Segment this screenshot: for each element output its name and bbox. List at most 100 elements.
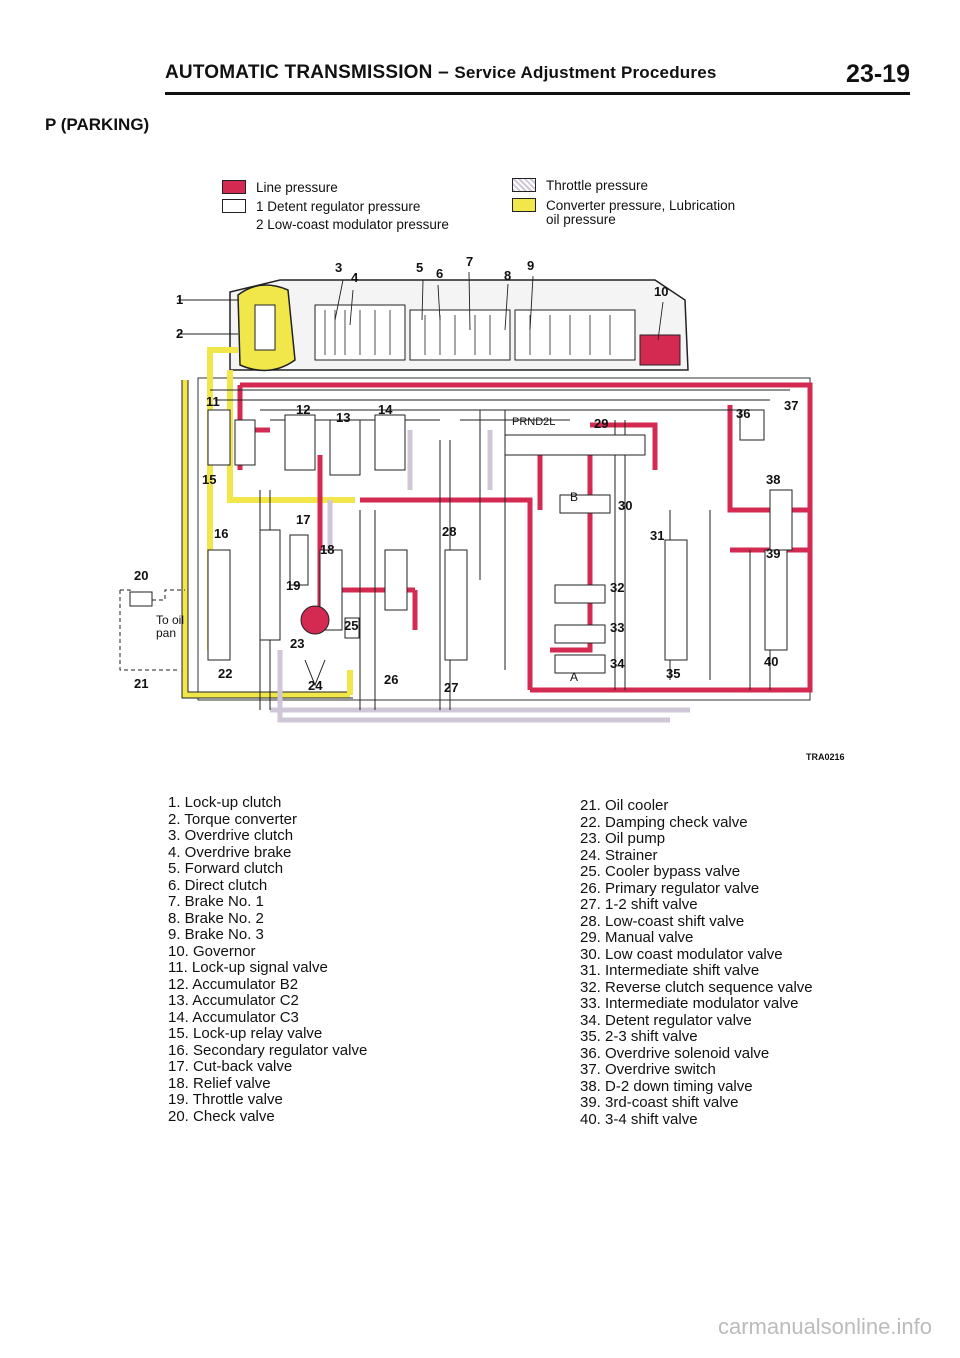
legend-converter: Converter pressure, Lubrication xyxy=(512,198,735,214)
part-list-item: 8. Brake No. 2 xyxy=(168,909,264,927)
part-list-item: 2. Torque converter xyxy=(168,810,297,828)
label-30: 30 xyxy=(618,498,633,513)
part-list-item: 3. Overdrive clutch xyxy=(168,827,294,844)
legend-detent: 1 Detent regulator pressure xyxy=(222,199,449,215)
header-rule xyxy=(165,92,910,95)
clutch-plates xyxy=(324,310,611,355)
part-list-item: 21. Oil cooler xyxy=(580,797,669,814)
legend-detent-label-2: 2 Low-coast modulator pressure xyxy=(256,217,449,232)
governor xyxy=(639,334,681,366)
label-28: 28 xyxy=(442,524,457,539)
label-2: 2 xyxy=(176,326,184,341)
manual-valve xyxy=(504,434,646,456)
label-38: 38 xyxy=(766,472,781,487)
legend-line-pressure: Line pressure xyxy=(222,180,449,196)
part-list-item: 24. Strainer xyxy=(580,846,658,864)
header-title: AUTOMATIC TRANSMISSION xyxy=(165,62,433,83)
hydraulic-diagram-svg xyxy=(119,271,813,723)
header-subtitle: Service Adjustment Procedures xyxy=(454,63,717,82)
label-33: 33 xyxy=(610,620,625,635)
cut-back-valve xyxy=(259,529,281,641)
part-list-item: 16. Secondary regulator valve xyxy=(168,1041,368,1059)
label-19: 19 xyxy=(286,578,301,593)
to-oil-pan-line-2: pan xyxy=(156,626,177,640)
low-coast-modulator-valve xyxy=(559,494,611,514)
part-list-item: 14. Accumulator C3 xyxy=(168,1008,299,1026)
part-list-item: 6. Direct clutch xyxy=(168,876,268,894)
label-3: 3 xyxy=(335,260,343,275)
label-10: 10 xyxy=(654,284,669,299)
part-list-item: 35. 2-3 shift valve xyxy=(580,1028,698,1045)
label-8: 8 xyxy=(504,268,512,283)
part-list-item: 36. Overdrive solenoid valve xyxy=(580,1044,770,1062)
part-list-item: 19. Throttle valve xyxy=(168,1091,283,1108)
label-16: 16 xyxy=(214,526,229,541)
part-list-item: 11. Lock-up signal valve xyxy=(168,959,328,976)
label-11: 11 xyxy=(206,394,220,409)
label-39: 39 xyxy=(766,546,781,561)
to-oil-pan-line-1: To oil xyxy=(156,613,185,627)
converter-swatch xyxy=(512,198,536,212)
part-list-item: 37. Overdrive switch xyxy=(580,1061,716,1078)
lock-up-clutch xyxy=(254,304,276,351)
part-list-item: 5. Forward clutch xyxy=(168,860,284,877)
reverse-clutch-sequence-valve xyxy=(554,584,606,604)
label-27: 27 xyxy=(444,680,459,695)
line-pressure-swatch xyxy=(222,180,246,194)
to-oil-pan-label: To oil pan xyxy=(156,614,184,640)
lock-up-signal-valve xyxy=(207,409,231,466)
part-list-item: 25. Cooler bypass valve xyxy=(580,863,741,880)
part-list-item: 22. Damping check valve xyxy=(580,813,748,831)
part-list-item: 20. Check valve xyxy=(168,1107,275,1125)
detent-regulator-valve xyxy=(554,654,606,674)
header-separator: – xyxy=(438,62,449,83)
part-list-item: 13. Accumulator C2 xyxy=(168,992,299,1009)
part-list-item: 1. Lock-up clutch xyxy=(168,794,282,811)
label-35: 35 xyxy=(666,666,681,681)
label-36: 36 xyxy=(736,406,751,421)
part-list-item: 33. Intermediate modulator valve xyxy=(580,995,799,1012)
intermediate-shift-valve xyxy=(664,539,688,661)
d2-down-timing-valve xyxy=(769,489,793,551)
part-list-item: 17. Cut-back valve xyxy=(168,1058,293,1075)
throttle-swatch xyxy=(512,178,536,192)
label-17: 17 xyxy=(296,512,311,527)
legend-detent-label-1: 1 Detent regulator pressure xyxy=(256,199,421,214)
page-header: AUTOMATIC TRANSMISSION – Service Adjustm… xyxy=(165,60,910,96)
label-37: 37 xyxy=(784,398,799,413)
watermark: carmanualsonline.info xyxy=(717,1314,932,1339)
oil-pump xyxy=(300,605,330,635)
label-22: 22 xyxy=(218,666,233,681)
page-number: 23-19 xyxy=(846,60,910,88)
label-5: 5 xyxy=(416,260,424,275)
label-29: 29 xyxy=(594,416,609,431)
accumulator-c3 xyxy=(374,414,406,471)
planetary-unit xyxy=(514,309,636,361)
label-25: 25 xyxy=(344,618,359,633)
diagram-labels: 1 2 3 4 5 6 7 8 9 10 11 12 13 14 15 16 1… xyxy=(110,250,830,730)
figure-code: TRA0216 xyxy=(806,752,845,762)
label-40: 40 xyxy=(764,654,779,669)
part-list-item: 39. 3rd-coast shift valve xyxy=(580,1094,739,1111)
label-20: 20 xyxy=(134,568,149,583)
part-list-item: 4. Overdrive brake xyxy=(168,843,292,861)
legend-throttle: Throttle pressure xyxy=(512,178,735,194)
part-list-item: 10. Governor xyxy=(168,942,256,960)
label-24: 24 xyxy=(308,678,323,693)
legend-line-pressure-label: Line pressure xyxy=(256,180,338,195)
lock-up-relay-valve xyxy=(234,419,256,466)
accumulator-c2 xyxy=(329,419,361,476)
label-6: 6 xyxy=(436,266,444,281)
part-list-item: 18. Relief valve xyxy=(168,1074,271,1092)
valves xyxy=(207,409,793,674)
part-list-item: 12. Accumulator B2 xyxy=(168,975,299,993)
label-13: 13 xyxy=(336,410,351,425)
letter-b: B xyxy=(570,490,579,504)
part-list-item: 28. Low-coast shift valve xyxy=(580,912,745,930)
label-7: 7 xyxy=(466,254,474,269)
prnd-label: PRND2L xyxy=(512,416,556,428)
letter-a: A xyxy=(570,670,579,684)
hydraulic-diagram: 1 2 3 4 5 6 7 8 9 10 11 12 13 14 15 16 1… xyxy=(110,250,830,730)
part-list-item: 27. 1-2 shift valve xyxy=(580,896,698,913)
